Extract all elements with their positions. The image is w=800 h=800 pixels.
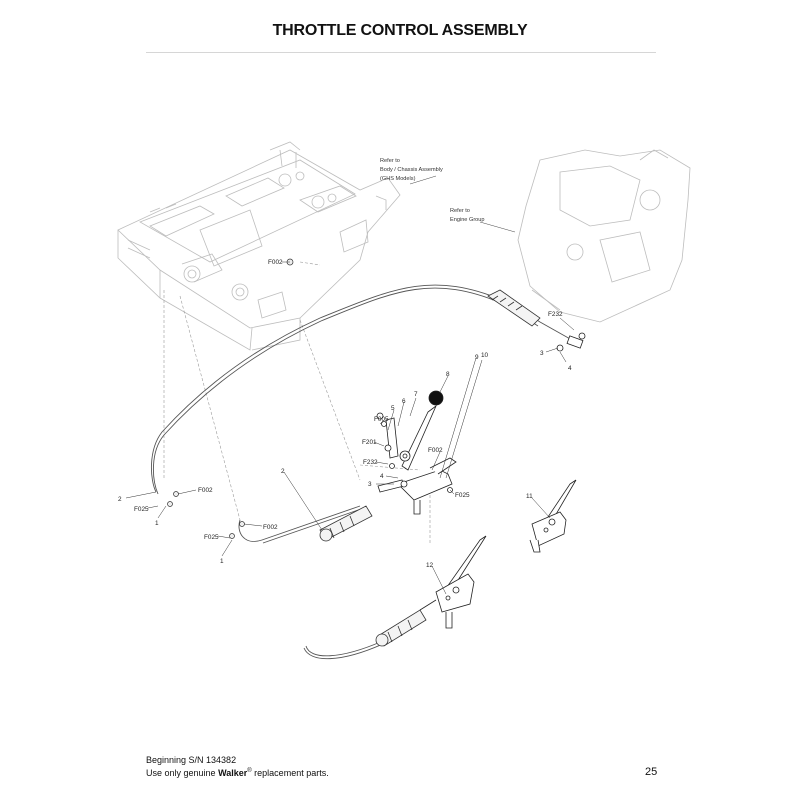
callout-2-cable: 2 xyxy=(281,468,285,475)
note-engine-ref: Refer to Engine Group xyxy=(450,208,485,223)
callout-2-left: 2 xyxy=(118,496,122,503)
engine-drawing xyxy=(517,149,691,323)
genuine-parts-line: Use only genuine Walker® replacement par… xyxy=(146,767,329,778)
callout-f002-left: F002 xyxy=(198,487,213,494)
page-title: THROTTLE CONTROL ASSEMBLY xyxy=(272,22,528,39)
svg-text:Refer to: Refer to xyxy=(450,208,470,214)
callout-1-left: 1 xyxy=(155,520,159,527)
leader-lines xyxy=(163,261,431,545)
cable-sleeve-middle xyxy=(319,505,373,542)
svg-text:Engine Group: Engine Group xyxy=(450,217,485,223)
page-number: 25 xyxy=(645,766,658,778)
lever-part-12 xyxy=(419,535,487,629)
lever-part-11 xyxy=(529,479,577,553)
throttle-lever-assembly xyxy=(376,390,457,515)
note-body-ref: Refer to Body / Chassis Assembly (GHS Mo… xyxy=(380,158,443,182)
callout-f232-engine: F232 xyxy=(548,311,563,318)
throttle-cable xyxy=(150,284,573,660)
title-divider xyxy=(146,52,656,53)
callout-f232-mid: F232 xyxy=(363,459,378,466)
callout-f005: F005 xyxy=(374,416,389,423)
svg-text:(GHS Models): (GHS Models) xyxy=(380,176,416,182)
callout-5: 5 xyxy=(391,405,395,412)
svg-text:Refer to: Refer to xyxy=(380,158,400,164)
callout-4-mid: 4 xyxy=(380,473,384,480)
callout-6: 6 xyxy=(402,398,406,405)
cable-sleeve-engine xyxy=(487,289,541,327)
engine-end-fitting xyxy=(556,332,586,352)
callout-9: 9 xyxy=(475,354,479,361)
callout-f002-mid: F002 xyxy=(428,447,443,454)
callout-f025-lower: F025 xyxy=(204,534,219,541)
callout-11: 11 xyxy=(526,493,533,500)
callout-4-engine: 4 xyxy=(568,365,572,372)
callout-3-engine: 3 xyxy=(540,350,544,357)
chassis-body-drawing xyxy=(117,141,401,351)
callout-12: 12 xyxy=(426,562,434,569)
callout-leaders xyxy=(125,261,575,595)
callout-7: 7 xyxy=(414,391,418,398)
callout-f025-mid: F025 xyxy=(455,492,470,499)
cable-sleeve-lower xyxy=(375,609,427,647)
callout-1-lower: 1 xyxy=(220,558,224,565)
brand-name: Walker xyxy=(218,767,248,778)
callout-3-mid: 3 xyxy=(368,481,372,488)
callout-f025-left: F025 xyxy=(134,506,149,513)
callout-8: 8 xyxy=(446,371,450,378)
svg-text:Body / Chassis Assembly: Body / Chassis Assembly xyxy=(380,167,443,173)
serial-number-line: Beginning S/N 134382 xyxy=(146,755,237,765)
callout-f002-lower: F002 xyxy=(263,524,278,531)
footer-block: Beginning S/N 134382 Use only genuine Wa… xyxy=(146,755,329,778)
callout-f201: F201 xyxy=(362,439,377,446)
callout-f002-body: F002 xyxy=(268,259,283,266)
callout-10: 10 xyxy=(481,352,489,359)
